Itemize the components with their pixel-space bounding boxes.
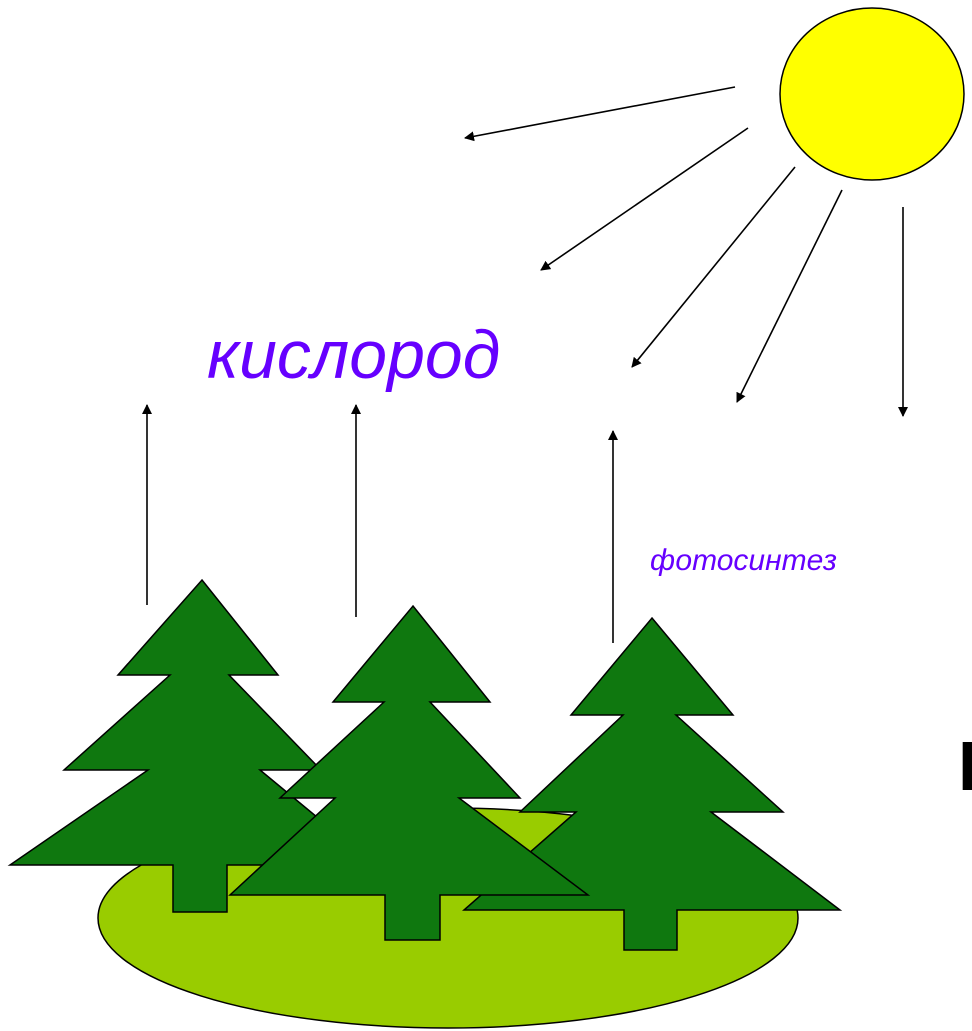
spruce-tree-middle [230, 606, 588, 940]
sun [780, 8, 964, 180]
sun-ray-1 [465, 87, 735, 138]
photosynthesis-label: фотосинтез [650, 544, 837, 577]
sun-ray-4 [737, 190, 842, 402]
sun-ray-3 [632, 167, 795, 367]
sun-ray-2 [541, 128, 748, 270]
partial-edge-letter: К [958, 727, 972, 805]
oxygen-label: кислород [207, 317, 500, 393]
spruce-tree-right [464, 618, 840, 950]
